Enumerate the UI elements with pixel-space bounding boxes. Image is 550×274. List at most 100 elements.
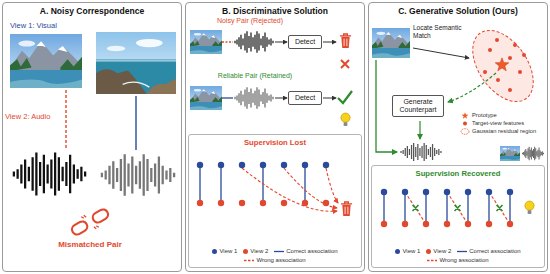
legend-sample [427,257,437,264]
view-dots [281,162,287,168]
view-dots [239,200,245,206]
audio-waveform [102,154,174,195]
wrong-link [222,41,233,42]
annotation-label: Reliable Pair (Retained) [218,72,292,80]
legend-item: View 1 [395,248,420,255]
annotation-label: View 2: Audio [5,112,50,121]
wrong-line-sample [427,260,437,261]
supervision-panel: Supervision LostView 1View 2Correct asso… [188,134,362,268]
view-dots [197,200,203,206]
panel-title: B. Discriminative Solution [186,6,364,16]
legend-text: Target-view features [472,120,524,127]
view-dots [381,189,513,227]
wrong-link [65,90,66,148]
legend-item: Wrong association [427,257,488,264]
gaussian-region [460,19,545,112]
association-links [304,165,305,203]
feature-dots [508,56,512,60]
association-links [242,168,337,211]
panel-title: A. Noisy Correspondence [3,6,181,16]
audio-waveform [235,87,273,109]
view-dots [486,221,492,227]
view-dots [402,221,408,227]
broken-chain-icon [70,220,89,237]
broken-chain-icon [91,208,110,225]
legend-item: View 1 [212,248,237,255]
legend: View 1View 2Correct associationWrong ass… [374,248,542,264]
panel-title: Supervision Lost [189,138,361,147]
visual-image [10,34,82,88]
audio-waveform [523,147,544,161]
ring-sample [461,129,469,135]
audio-waveform [401,143,441,161]
process-box: Detect [288,91,322,105]
visual-image [96,32,176,94]
feature-dots [513,43,517,47]
box-label: Detect [293,94,317,102]
audio-waveform [14,152,85,195]
legend-item: Wrong association [244,257,305,264]
legend-sample [460,120,470,127]
view-dots [260,200,266,206]
legend-swatch [395,249,400,254]
correct-link [222,97,233,98]
view-dots [260,162,266,168]
view-dots [197,162,203,168]
process-box: Detect [288,35,322,49]
view-dots [281,200,287,206]
legend-text: View 1 [219,248,237,255]
panel-b-art [190,30,352,216]
correct-link [135,96,136,150]
panel-title: Supervision Recovered [372,169,544,178]
view-dots [302,200,308,206]
panel: A. Noisy Correspondence [2,2,182,272]
legend-swatch [426,249,431,254]
view-dots [507,221,513,227]
annotation-label: Mismatched Pair [58,240,122,250]
legend-swatch [243,249,248,254]
feature-dots [508,88,512,92]
legend-item: Target-view features [460,120,536,127]
association-links [467,192,468,224]
association-links [446,192,447,224]
view-dots [302,162,308,168]
legend-text: Correct association [286,248,337,255]
legend-sample [460,128,470,135]
legend-swatch [212,249,217,254]
bulb-icon [525,201,534,214]
flow-arrow [275,42,287,43]
legend-text: View 2 [433,248,451,255]
association-links [220,165,221,203]
view-dots [423,189,429,195]
panel-a-art [10,32,176,240]
legend-item: Prototype [460,112,536,119]
association-links [284,168,337,208]
association-links [199,165,200,203]
association-links [384,192,510,224]
association-links [509,192,510,224]
view-dots [323,162,329,168]
legend-text: Gaussian residual region [472,128,536,135]
view-dots [486,189,492,195]
legend-text: Wrong association [256,257,305,264]
legend-item: View 2 [426,248,451,255]
visual-image [190,30,222,54]
association-links [413,205,503,211]
legend-sample [274,248,284,255]
feature-dots [522,53,526,57]
view-dots [444,221,450,227]
annotation-label: Locate Semantic Match [413,24,468,40]
view-dots [507,189,513,195]
flow-arrow [275,98,287,99]
view-dots [381,189,387,195]
reject-mark [341,60,349,68]
view-dots [323,200,329,206]
legend-sample [244,257,254,264]
view-dots [444,189,450,195]
feature-dots [483,38,526,92]
trash-icon [341,202,352,216]
view-dots [197,162,329,206]
flow-arrow [323,98,336,99]
feature-dots [488,48,492,52]
